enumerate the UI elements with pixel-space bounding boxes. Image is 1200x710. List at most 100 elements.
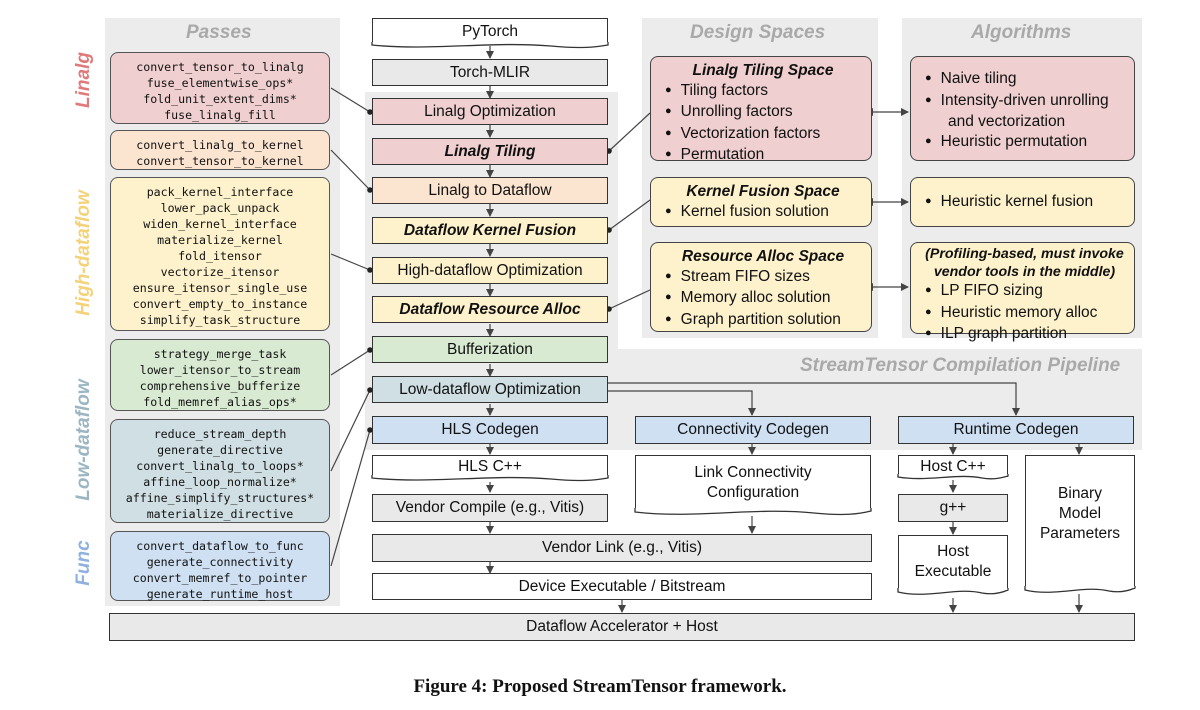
space-title: Linalg Tiling Space (692, 62, 834, 79)
vendor-link-step: Vendor Link (e.g., Vitis) (372, 534, 872, 562)
step-label: g++ (939, 499, 967, 516)
hls-cpp-step: HLS C++ (372, 455, 608, 478)
kernel-fusion-space: Kernel Fusion Space Kernel fusion soluti… (650, 177, 872, 227)
tiling-algorithms: Naive tiling Intensity-driven unrolling … (910, 56, 1135, 161)
step-label: Dataflow Accelerator + Host (526, 618, 718, 635)
space-item: Unrolling factors (665, 102, 861, 124)
dataflow-resource-alloc-step: Dataflow Resource Alloc (372, 296, 608, 323)
vendor-compile-step: Vendor Compile (e.g., Vitis) (372, 494, 608, 522)
space-item: Graph partition solution (665, 310, 861, 332)
pass-name: convert_tensor_to_linalg (136, 60, 304, 74)
pass-name: materialize_directive (146, 507, 294, 521)
binary-model-parameters-doc: Binary Model Parameters (1025, 455, 1135, 589)
link-connectivity-wave (634, 508, 872, 516)
step-label: Host C++ (920, 457, 986, 475)
pass-group-linalg-to-dataflow: convert_linalg_to_kernel convert_tensor_… (110, 130, 330, 170)
step-label: Dataflow Kernel Fusion (403, 221, 577, 239)
pass-name: fold_itensor (178, 249, 262, 263)
host-cpp-wave (897, 474, 1009, 480)
pass-name: pack_kernel_interface (146, 185, 294, 199)
algorithm-item: Naive tiling (925, 69, 1124, 91)
doc-label-line: Binary (1058, 485, 1102, 502)
step-label: Linalg to Dataflow (428, 181, 552, 199)
pass-name: fuse_linalg_fill (164, 108, 276, 122)
binary-model-parameters-wave (1024, 586, 1136, 593)
pass-name: generate_connectivity (146, 555, 294, 569)
step-label: Torch-MLIR (449, 63, 531, 81)
linalg-to-dataflow-step: Linalg to Dataflow (372, 177, 608, 204)
pass-group-bufferization: strategy_merge_task lower_itensor_to_str… (110, 339, 330, 411)
pass-name: lower_pack_unpack (160, 201, 280, 215)
linalg-optimization-step: Linalg Optimization (372, 98, 608, 125)
space-item: Stream FIFO sizes (665, 267, 861, 289)
algorithm-item: LP FIFO sizing (925, 281, 1124, 303)
step-label: Device Executable / Bitstream (518, 577, 726, 595)
pass-name: reduce_stream_depth (153, 427, 287, 441)
pass-name: widen_kernel_interface (143, 217, 297, 231)
hls-codegen-step: HLS Codegen (372, 416, 608, 444)
pytorch-wave (371, 42, 609, 49)
algorithm-item: ILP graph partition (925, 324, 1124, 346)
algorithm-item: Heuristic memory alloc (925, 303, 1124, 325)
pass-name: convert_empty_to_instance (132, 297, 308, 311)
algorithm-item: Heuristic kernel fusion (925, 192, 1124, 214)
gpp-step: g++ (898, 494, 1008, 522)
bufferization-step: Bufferization (372, 336, 608, 363)
pass-group-func: convert_dataflow_to_func generate_connec… (110, 531, 330, 601)
host-executable-doc: Host Executable (898, 535, 1008, 591)
space-item: Vectorization factors (665, 124, 861, 146)
dataflow-kernel-fusion-step: Dataflow Kernel Fusion (372, 217, 608, 244)
design-spaces-title: Design Spaces (690, 22, 826, 43)
figure-caption: Figure 4: Proposed StreamTensor framewor… (413, 676, 787, 697)
pass-name: fold_memref_alias_ops* (143, 395, 297, 409)
linalg-tiling-step: Linalg Tiling (372, 138, 608, 165)
step-label: Vendor Link (e.g., Vitis) (542, 539, 702, 556)
algorithm-item: Heuristic permutation (925, 132, 1124, 154)
pass-group-high-dataflow: pack_kernel_interface lower_pack_unpack … (110, 177, 330, 331)
step-label: Connectivity Codegen (677, 421, 829, 438)
hls-cpp-wave (371, 475, 609, 482)
pass-name: convert_linalg_to_loops* (136, 459, 304, 473)
torch-mlir-step: Torch-MLIR (372, 59, 608, 86)
pass-name: affine_simplify_structures* (125, 491, 315, 505)
high-dataflow-optimization-step: High-dataflow Optimization (372, 257, 608, 284)
step-label: High-dataflow Optimization (397, 261, 583, 279)
algorithms-title: Algorithms (971, 22, 1072, 43)
step-label: Bufferization (447, 340, 533, 358)
step-label: Linalg Tiling (444, 142, 536, 160)
fusion-algorithms: Heuristic kernel fusion (910, 177, 1135, 227)
link-connectivity-doc: Link Connectivity Configuration (635, 455, 871, 511)
pass-name: simplify_task_structure (139, 313, 301, 327)
doc-label-line: Model (1058, 505, 1102, 522)
step-label: PyTorch (462, 23, 518, 40)
resource-alloc-space: Resource Alloc Space Stream FIFO sizes M… (650, 242, 872, 332)
pass-name: lower_itensor_to_stream (139, 363, 301, 377)
space-title: Resource Alloc Space (681, 248, 845, 265)
pass-name: strategy_merge_task (153, 347, 287, 361)
step-label: Dataflow Resource Alloc (399, 300, 581, 318)
pass-group-low-dataflow: reduce_stream_depth generate_directive c… (110, 419, 330, 523)
pass-name: materialize_kernel (157, 233, 283, 247)
space-item: Tiling factors (665, 81, 861, 103)
step-label: Vendor Compile (e.g., Vitis) (395, 499, 585, 516)
doc-label-line: Link Connectivity (694, 464, 812, 481)
space-item: Permutation (665, 145, 861, 167)
doc-label-line: Host (937, 543, 969, 560)
pass-name: fold_unit_extent_dims* (143, 92, 297, 106)
doc-label-line: Configuration (706, 484, 800, 501)
pass-name: fuse_elementwise_ops* (146, 76, 294, 90)
pass-name: generate_directive (157, 443, 283, 457)
pytorch-step: PyTorch (372, 18, 608, 45)
step-label: HLS Codegen (441, 421, 539, 438)
runtime-codegen-step: Runtime Codegen (898, 416, 1134, 444)
resource-alloc-algorithms: (Profiling-based, must invoke vendor too… (910, 242, 1135, 342)
algorithm-item-continuation: and vectorization (948, 113, 1066, 131)
algorithm-title-line: (Profiling-based, must invoke (925, 246, 1124, 262)
step-label: Low-dataflow Optimization (399, 380, 581, 398)
space-item: Memory alloc solution (665, 288, 861, 310)
pass-name: ensure_itensor_single_use (132, 281, 308, 295)
pass-group-linalg: convert_tensor_to_linalg fuse_elementwis… (110, 52, 330, 124)
doc-label-line: Parameters (1039, 525, 1121, 542)
pass-name: convert_dataflow_to_func (136, 539, 304, 553)
pass-name: vectorize_itensor (160, 265, 280, 279)
